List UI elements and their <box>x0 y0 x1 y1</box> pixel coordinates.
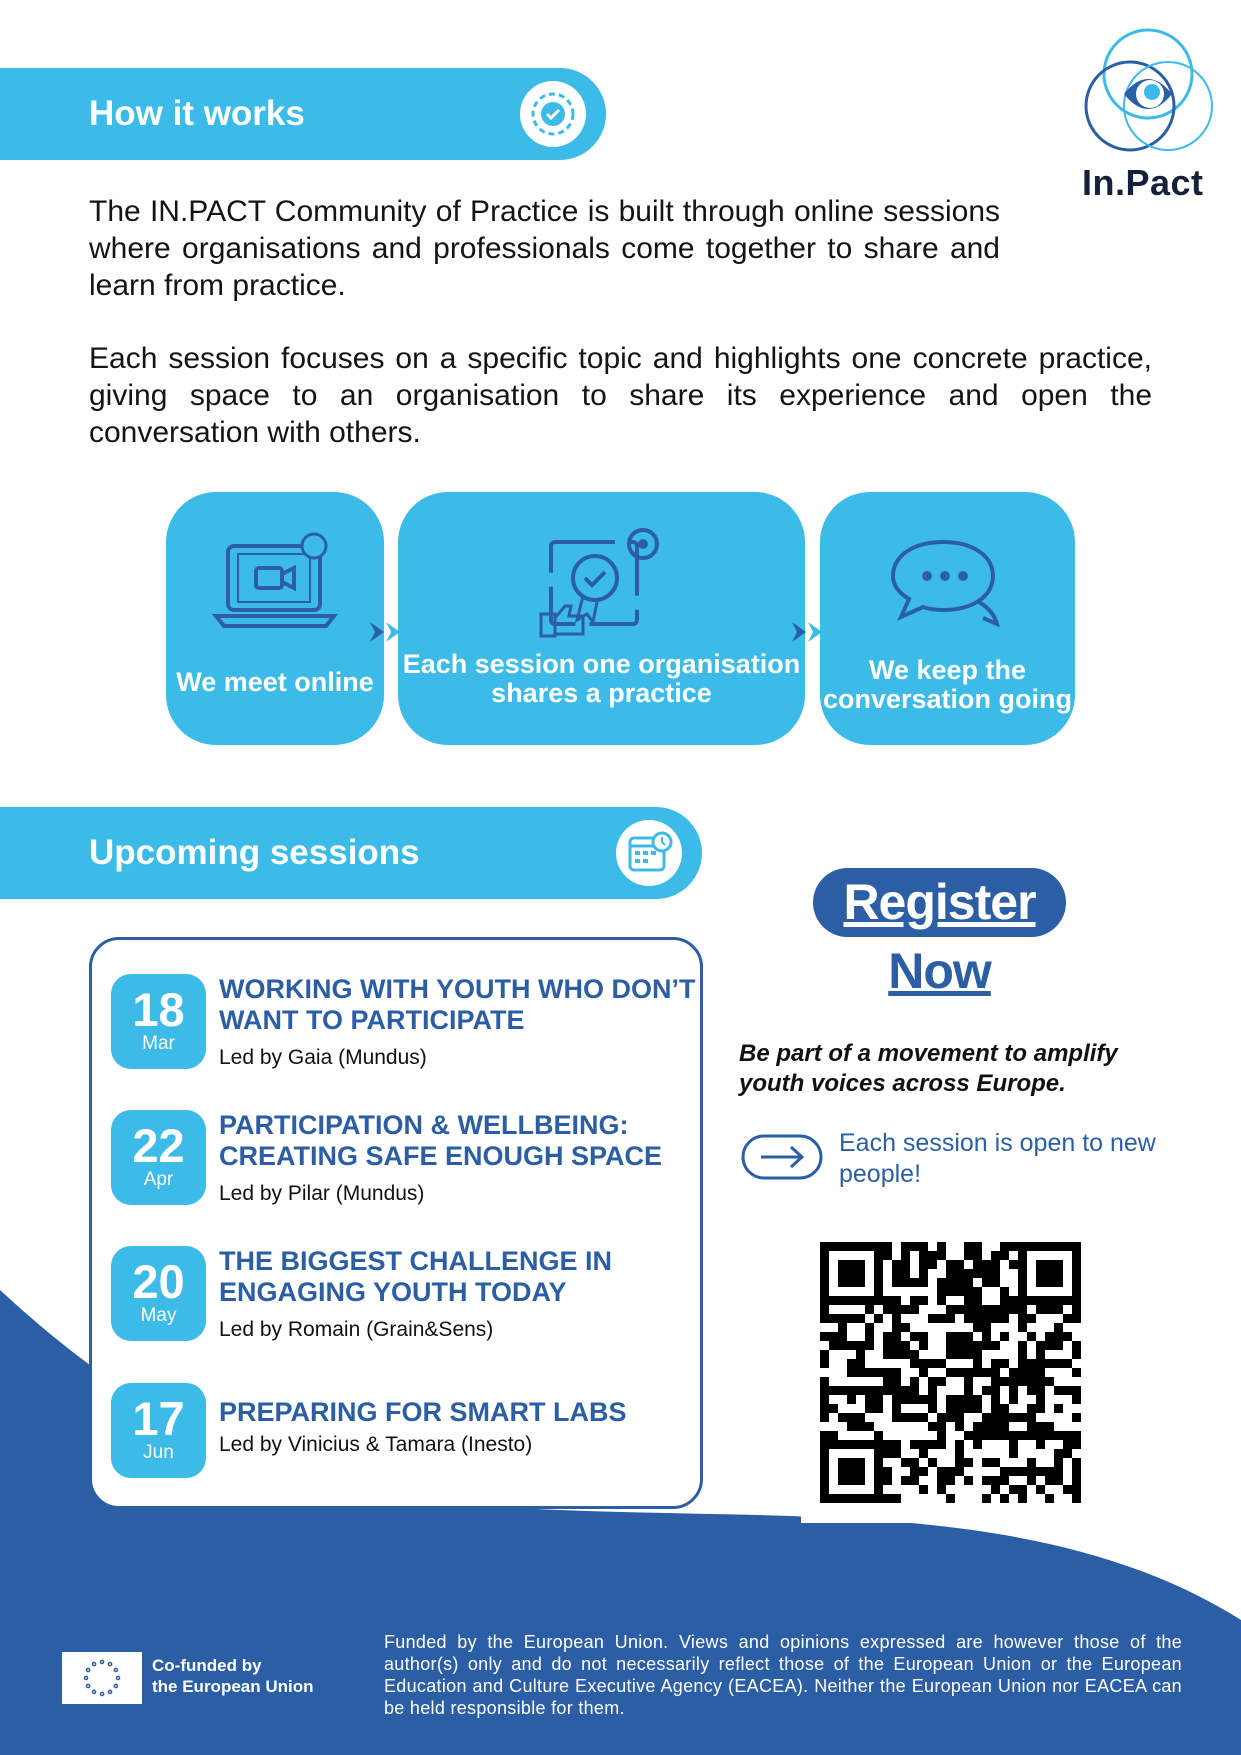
date-day: 20 <box>132 1255 185 1308</box>
inpact-logo <box>1084 28 1213 152</box>
logo-wordmark: In.Pact <box>1082 162 1204 203</box>
step-label: We keep the conversation going <box>822 655 1073 714</box>
upcoming-sessions-title: Upcoming sessions <box>89 833 420 872</box>
date-day: 17 <box>132 1392 185 1445</box>
step-label: Each session one organisation shares a p… <box>402 649 801 708</box>
step-card-conversation: We keep the conversation going <box>820 492 1075 745</box>
session-lead: Led by Vinicius & Tamara (Inesto) <box>219 1433 533 1456</box>
date-day: 22 <box>132 1119 185 1172</box>
date-badge: 18 Mar <box>111 974 206 1069</box>
session-title: PREPARING FOR SMART LABS <box>219 1397 627 1427</box>
tagline: Be part of a movement to amplify youth v… <box>739 1040 1118 1097</box>
eu-label-line2: the European Union <box>152 1677 314 1696</box>
step-card-meet-online: We meet online <box>166 492 384 745</box>
register-now-link[interactable]: Now <box>888 943 992 999</box>
gear-check-icon <box>520 81 586 147</box>
upcoming-sessions-header: Upcoming sessions <box>0 807 702 899</box>
funding-disclaimer: Funded by the European Union. Views and … <box>384 1632 1182 1718</box>
session-lead: Led by Romain (Grain&Sens) <box>219 1318 494 1341</box>
date-badge: 20 May <box>111 1246 206 1341</box>
eu-flag-icon <box>62 1652 142 1704</box>
register-button[interactable]: Register <box>813 868 1066 937</box>
intro-paragraph: The IN.PACT Community of Practice is bui… <box>89 195 1000 302</box>
date-month: May <box>140 1305 177 1326</box>
date-month: Apr <box>143 1169 174 1190</box>
date-month: Jun <box>143 1442 174 1463</box>
session-title: WORKING WITH YOUTH WHO DON’T WANT TO PAR… <box>219 974 696 1035</box>
open-note: Each session is open to new people! <box>839 1129 1156 1188</box>
qr-code-image <box>820 1242 1081 1503</box>
calendar-clock-icon <box>616 820 682 886</box>
step-card-shares-practice: Each session one organisation shares a p… <box>398 492 805 745</box>
sessions-list: 18 Mar WORKING WITH YOUTH WHO DON’T WANT… <box>89 937 703 1509</box>
date-month: Mar <box>142 1033 175 1054</box>
chat-bubbles-icon <box>883 522 1013 642</box>
award-gear-icon <box>537 522 667 642</box>
date-day: 18 <box>132 983 185 1036</box>
session-lead: Led by Gaia (Mundus) <box>219 1046 427 1069</box>
session-title: THE BIGGEST CHALLENGE IN ENGAGING YOUTH … <box>219 1246 613 1307</box>
eu-cofunded-label: Co-funded by the European Union <box>152 1655 314 1697</box>
laptop-video-icon <box>210 522 340 642</box>
date-badge: 22 Apr <box>111 1110 206 1205</box>
arrow-right-icon <box>741 1134 823 1180</box>
qr-code[interactable] <box>801 1223 1100 1523</box>
session-paragraph: Each session focuses on a specific topic… <box>89 342 1152 449</box>
session-lead: Led by Pilar (Mundus) <box>219 1182 425 1205</box>
how-it-works-title: How it works <box>89 94 305 133</box>
how-it-works-header: How it works <box>0 68 606 160</box>
eu-label-line1: Co-funded by <box>152 1656 262 1675</box>
session-title: PARTICIPATION & WELLBEING: CREATING SAFE… <box>219 1110 663 1171</box>
date-badge: 17 Jun <box>111 1383 206 1478</box>
step-label: We meet online <box>176 667 374 697</box>
